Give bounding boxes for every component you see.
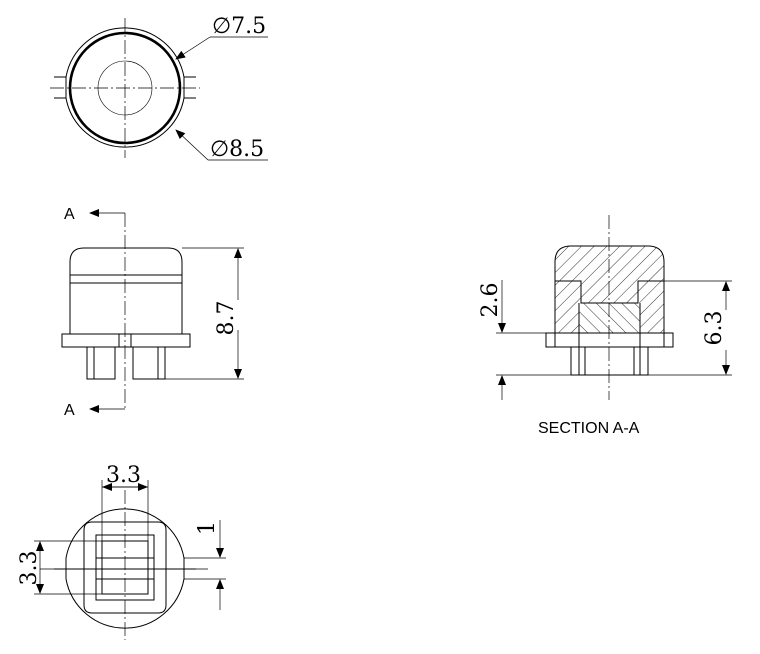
flange-2-6-label: 2.6: [478, 283, 503, 318]
section-caption: SECTION A-A: [538, 420, 640, 437]
section-mark-bottom: A: [64, 402, 75, 419]
section-mark-top: A: [64, 206, 75, 223]
diameter-8-5-label: ∅8.5: [210, 137, 264, 162]
diameter-7-5-label: ∅7.5: [212, 14, 266, 39]
top-view: ∅7.5 ∅8.5: [50, 14, 268, 162]
section-view: 2.6 6.3 SECTION A-A: [478, 215, 732, 437]
height-8-7-label: 8.7: [214, 301, 239, 336]
bottom-view: 3.3 3.3 1: [17, 463, 226, 640]
height-3-3-label: 3.3: [17, 551, 42, 586]
side-view: A A 8.7: [61, 206, 244, 419]
offset-1-label: 1: [195, 521, 220, 535]
height-6-3-label: 6.3: [702, 311, 727, 346]
width-3-3-label: 3.3: [106, 463, 141, 488]
